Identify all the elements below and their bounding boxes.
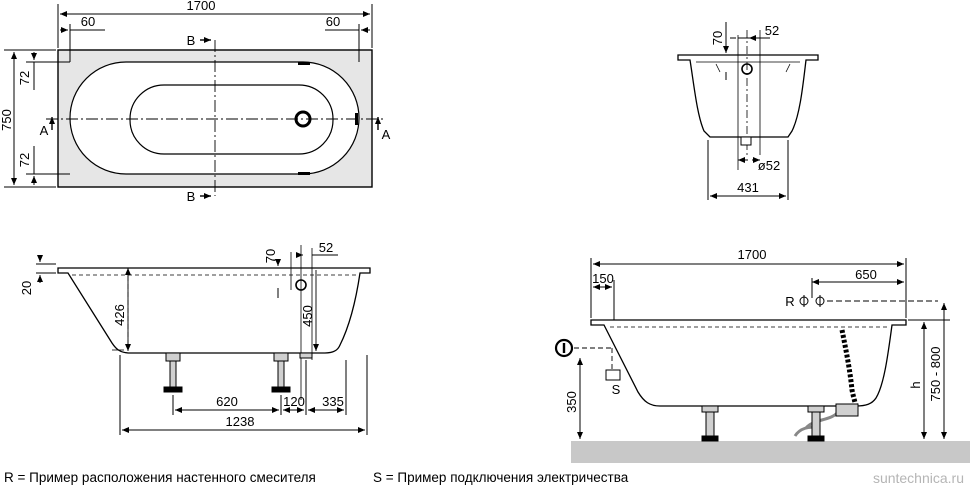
top-width-dim: 750 bbox=[0, 109, 14, 131]
top-edge-left-dim: 60 bbox=[81, 14, 95, 29]
floor bbox=[571, 441, 970, 463]
top-rim-bottom-dim: 72 bbox=[17, 153, 32, 167]
side-tap-offset-dim: 52 bbox=[319, 240, 333, 255]
install-electric-label: S bbox=[612, 382, 621, 397]
side-foot-gap-dim: 120 bbox=[283, 394, 305, 409]
cross-tap-height-dim: 70 bbox=[710, 31, 725, 45]
install-tap-offset-dim: 650 bbox=[855, 267, 877, 282]
side-section bbox=[36, 245, 371, 435]
cross-tap-offset-dim: 52 bbox=[765, 23, 779, 38]
top-length-dim: 1700 bbox=[187, 0, 216, 13]
side-tap-height-dim: 70 bbox=[263, 249, 278, 263]
install-height-label: h bbox=[908, 381, 923, 388]
tub-bottom bbox=[129, 84, 334, 155]
install-height-range-dim: 750 - 800 bbox=[928, 347, 943, 402]
legend-s: S = Пример подключения электричества bbox=[373, 470, 629, 485]
cross-section bbox=[677, 22, 819, 200]
install-tap-label: R bbox=[785, 294, 794, 309]
section-a-left: A bbox=[40, 123, 49, 138]
side-drain-offset-dim: 335 bbox=[322, 394, 344, 409]
section-b-bottom: B bbox=[187, 189, 196, 204]
foot-right bbox=[271, 352, 291, 393]
side-profile bbox=[57, 267, 371, 354]
section-a-right: A bbox=[382, 127, 391, 142]
install-length-dim: 1700 bbox=[738, 247, 767, 262]
legend-r: R = Пример расположения настенного смеси… bbox=[4, 470, 316, 485]
install-floor-height-dim: 350 bbox=[564, 391, 579, 413]
install-left-offset-dim: 150 bbox=[592, 271, 614, 286]
top-view bbox=[4, 4, 384, 199]
install-view bbox=[554, 258, 970, 463]
cross-drain-dia-dim: ø52 bbox=[758, 158, 780, 173]
watermark: suntechnica.ru bbox=[872, 470, 964, 486]
side-rim-dim: 20 bbox=[19, 281, 34, 295]
side-overflow-height-dim: 450 bbox=[300, 305, 315, 327]
install-profile bbox=[590, 319, 907, 407]
side-bottom-length-dim: 1238 bbox=[226, 414, 255, 429]
top-edge-right-dim: 60 bbox=[326, 14, 340, 29]
top-rim-top-dim: 72 bbox=[17, 71, 32, 85]
basin-profile bbox=[677, 54, 819, 138]
side-feet-span-dim: 620 bbox=[216, 394, 238, 409]
cross-bottom-width-dim: 431 bbox=[737, 180, 759, 195]
foot-left bbox=[163, 352, 183, 393]
section-b-top: B bbox=[187, 33, 196, 48]
side-depth-dim: 426 bbox=[112, 304, 127, 326]
